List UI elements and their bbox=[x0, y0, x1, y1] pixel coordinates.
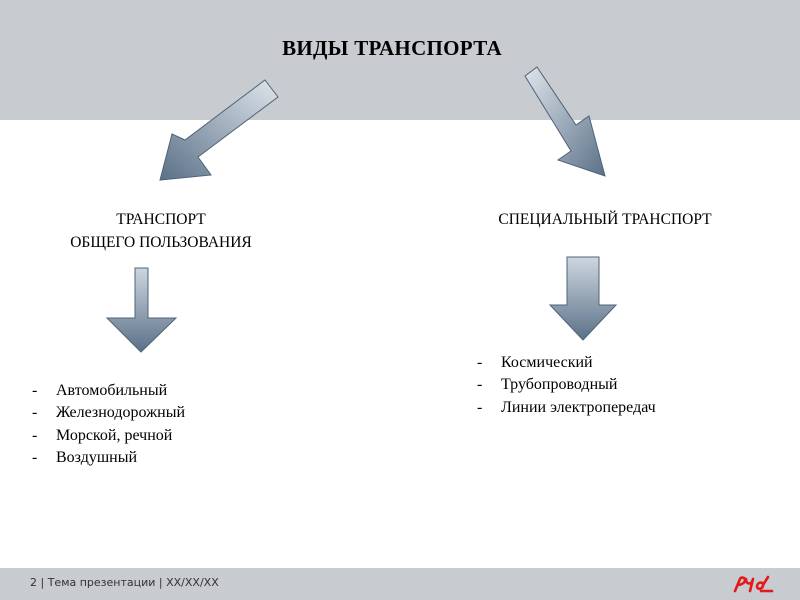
footer-caption: | Тема презентации | XX/XX/XX bbox=[40, 576, 219, 589]
page-number: 2 bbox=[30, 576, 37, 589]
header-band bbox=[0, 0, 800, 120]
rzd-logo-icon bbox=[733, 575, 774, 593]
diagram-title: ВИДЫ ТРАНСПОРТА bbox=[282, 36, 502, 60]
list-item-sea-river: Морской, речной bbox=[28, 425, 185, 448]
down-arrow-right bbox=[548, 256, 618, 341]
list-item-air: Воздушный bbox=[28, 447, 185, 470]
list-item-power-lines: Линии электропередач bbox=[473, 397, 656, 420]
footer: 2 | Тема презентации | XX/XX/XX bbox=[30, 576, 219, 589]
special-transport-list: Космический Трубопроводный Линии электро… bbox=[473, 352, 656, 420]
special-transport-heading: СПЕЦИАЛЬНЫЙ ТРАНСПОРТ bbox=[498, 211, 712, 228]
public-transport-heading-line1: ТРАНСПОРТ bbox=[116, 211, 206, 228]
list-item-road: Автомобильный bbox=[28, 380, 185, 403]
diagonal-arrow-left bbox=[159, 79, 279, 181]
down-arrow-left bbox=[105, 267, 178, 353]
public-transport-list: Автомобильный Железнодорожный Морской, р… bbox=[28, 380, 185, 470]
public-transport-heading: ТРАНСПОРТ ОБЩЕГО ПОЛЬЗОВАНИЯ bbox=[30, 208, 292, 255]
list-item-pipeline: Трубопроводный bbox=[473, 374, 656, 397]
diagonal-arrow-right bbox=[524, 66, 606, 177]
public-transport-heading-line2: ОБЩЕГО ПОЛЬЗОВАНИЯ bbox=[70, 234, 252, 252]
footer-band bbox=[0, 568, 800, 600]
list-item-space: Космический bbox=[473, 352, 656, 375]
list-item-rail: Железнодорожный bbox=[28, 402, 185, 425]
